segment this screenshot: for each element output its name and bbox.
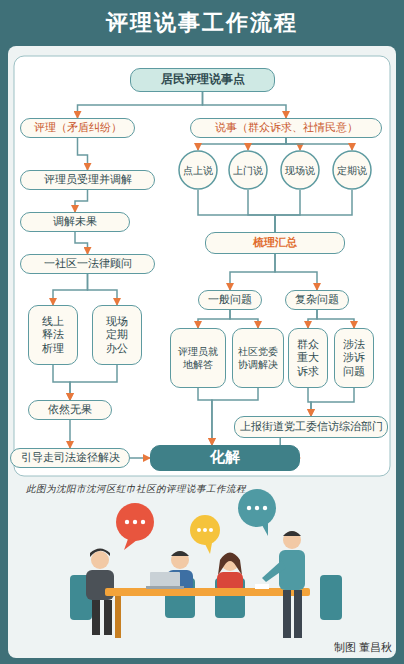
node-text: 现场说 bbox=[285, 164, 315, 177]
flow-connector bbox=[88, 274, 118, 305]
stage-circle: 定期说 bbox=[332, 150, 372, 190]
flow-connector bbox=[230, 254, 275, 290]
flow-connector bbox=[53, 365, 70, 400]
stage-circle: 点上说 bbox=[178, 150, 218, 190]
node-text: 评理（矛盾纠纷） bbox=[34, 121, 122, 135]
flow-connector bbox=[198, 190, 275, 232]
process-box: 评理员就地解答 bbox=[170, 328, 226, 388]
node-text: 评理员就地解答 bbox=[176, 345, 220, 371]
process-box: 线上释法析理 bbox=[28, 305, 78, 365]
flow-connector bbox=[275, 190, 352, 232]
flow-connector bbox=[308, 310, 317, 328]
node-text: 复杂问题 bbox=[295, 293, 339, 307]
flow-connector bbox=[286, 138, 352, 150]
process-box: 评理（矛盾纠纷） bbox=[20, 118, 135, 138]
node-text: 评理员受理并调解 bbox=[44, 173, 132, 187]
page-panel bbox=[8, 46, 396, 658]
flow-connector bbox=[69, 420, 71, 448]
flow-connector bbox=[53, 274, 88, 305]
flow-connector bbox=[198, 388, 212, 445]
process-box: 评理员受理并调解 bbox=[20, 170, 155, 190]
process-box: 一般问题 bbox=[198, 290, 262, 310]
node-text: 依然无果 bbox=[48, 403, 92, 417]
process-box: 社区党委协调解决 bbox=[232, 328, 284, 388]
node-text: 说事（群众诉求、社情民意） bbox=[215, 121, 358, 135]
node-text: 上报街道党工委信访综治部门 bbox=[240, 420, 383, 434]
flow-panel bbox=[14, 56, 390, 476]
node-text: 涉法涉诉问题 bbox=[342, 338, 366, 379]
result-box: 化解 bbox=[150, 445, 300, 471]
node-text: 上门说 bbox=[233, 164, 263, 177]
flow-connector bbox=[198, 138, 286, 150]
flow-connector bbox=[198, 310, 230, 328]
stage-circle: 现场说 bbox=[280, 150, 320, 190]
process-box: 复杂问题 bbox=[285, 290, 349, 310]
flow-connector bbox=[311, 388, 354, 416]
process-box: 依然无果 bbox=[28, 400, 112, 420]
node-text: 线上释法析理 bbox=[41, 315, 65, 356]
process-box: 群众重大诉求 bbox=[288, 328, 328, 388]
flow-connector bbox=[75, 232, 88, 254]
process-box: 涉法涉诉问题 bbox=[334, 328, 374, 388]
node-text: 居民评理说事点 bbox=[161, 72, 245, 88]
flow-connector bbox=[75, 190, 88, 212]
process-box: 上报街道党工委信访综治部门 bbox=[234, 416, 388, 438]
caption: 此图为沈阳市沈河区红巾社区的评理说事工作流程 bbox=[26, 483, 386, 496]
node-text: 点上说 bbox=[183, 164, 213, 177]
flow-connector bbox=[248, 190, 275, 232]
node-text: 化解 bbox=[210, 448, 240, 468]
credit-label: 制图 董昌秋 bbox=[300, 640, 392, 655]
node-text: 引导走司法途径解决 bbox=[21, 451, 120, 465]
process-box: 说事（群众诉求、社情民意） bbox=[190, 118, 382, 138]
node-text: 现场定期办公 bbox=[105, 315, 129, 356]
flow-connector bbox=[275, 254, 317, 290]
flow-connector bbox=[230, 310, 258, 328]
process-box: 引导走司法途径解决 bbox=[10, 448, 130, 468]
process-box: 现场定期办公 bbox=[92, 305, 142, 365]
node-text: 一般问题 bbox=[208, 293, 252, 307]
node-text: 调解未果 bbox=[53, 215, 97, 229]
illustration bbox=[70, 489, 342, 638]
flow-connector bbox=[203, 92, 287, 118]
node-text: 社区党委协调解决 bbox=[236, 345, 280, 371]
flow-connector bbox=[130, 457, 150, 459]
process-box: 居民评理说事点 bbox=[130, 68, 275, 92]
node-text: 定期说 bbox=[337, 164, 367, 177]
flow-connector bbox=[78, 138, 88, 170]
process-box: 梳理汇总 bbox=[205, 232, 345, 254]
title: 评理说事工作流程 bbox=[0, 8, 404, 38]
flow-connector bbox=[308, 388, 311, 416]
process-box: 调解未果 bbox=[20, 212, 130, 232]
flow-connector bbox=[70, 365, 117, 400]
flow-connector bbox=[78, 92, 203, 118]
flow-connector bbox=[275, 190, 300, 232]
flow-connector bbox=[248, 138, 286, 150]
node-text: 群众重大诉求 bbox=[296, 338, 320, 379]
stage-circle: 上门说 bbox=[228, 150, 268, 190]
flow-connector bbox=[317, 310, 354, 328]
node-text: 一社区一法律顾问 bbox=[44, 257, 132, 271]
flow-connector bbox=[286, 138, 300, 150]
process-box: 一社区一法律顾问 bbox=[20, 254, 155, 274]
node-text: 梳理汇总 bbox=[253, 236, 297, 250]
